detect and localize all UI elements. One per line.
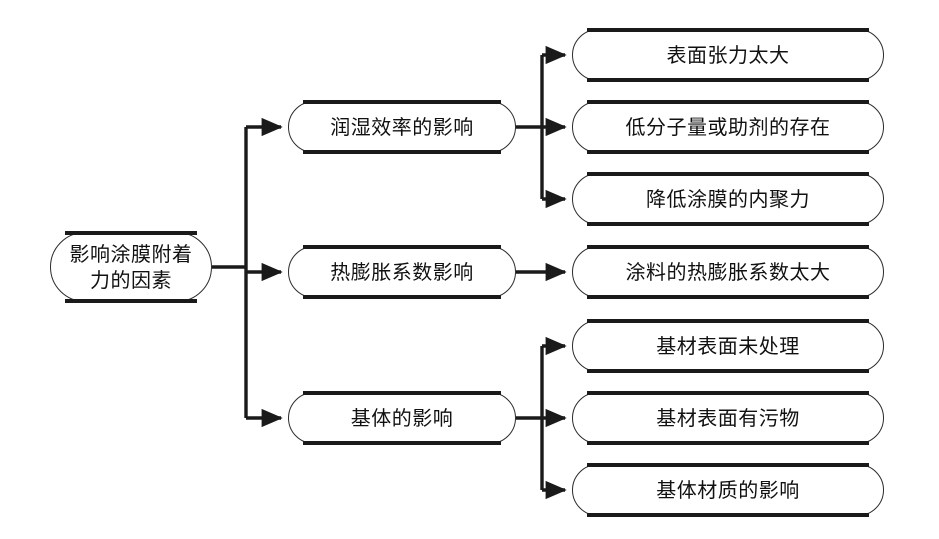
node-branch-wetting[interactable]: 润湿效率的影响 [288, 100, 516, 154]
node-branch-wetting-label: 润湿效率的影响 [330, 115, 474, 139]
node-leaf-material-label: 基体材质的影响 [656, 478, 800, 502]
node-leaf-low-molecular[interactable]: 低分子量或助剂的存在 [572, 100, 884, 154]
node-root-label: 影响涂膜附着 力的因素 [69, 242, 193, 292]
node-leaf-cohesion[interactable]: 降低涂膜的内聚力 [572, 172, 884, 226]
node-branch-substrate-label: 基体的影响 [350, 406, 454, 430]
node-branch-thermal-label: 热膨胀系数影响 [330, 260, 474, 284]
node-leaf-low-molecular-label: 低分子量或助剂的存在 [625, 115, 831, 139]
node-leaf-surface-tension-label: 表面张力太大 [666, 43, 790, 67]
node-leaf-cohesion-label: 降低涂膜的内聚力 [646, 187, 810, 211]
node-leaf-untreated[interactable]: 基材表面未处理 [572, 319, 884, 373]
node-leaf-coating-cte-label: 涂料的热膨胀系数太大 [625, 260, 831, 284]
node-branch-thermal[interactable]: 热膨胀系数影响 [288, 245, 516, 299]
node-leaf-coating-cte[interactable]: 涂料的热膨胀系数太大 [572, 245, 884, 299]
node-leaf-material[interactable]: 基体材质的影响 [572, 463, 884, 517]
node-leaf-surface-tension[interactable]: 表面张力太大 [572, 28, 884, 82]
node-leaf-untreated-label: 基材表面未处理 [656, 334, 800, 358]
node-leaf-contaminant-label: 基材表面有污物 [656, 406, 800, 430]
node-leaf-contaminant[interactable]: 基材表面有污物 [572, 391, 884, 445]
node-root[interactable]: 影响涂膜附着 力的因素 [50, 231, 212, 303]
node-branch-substrate[interactable]: 基体的影响 [288, 391, 516, 445]
